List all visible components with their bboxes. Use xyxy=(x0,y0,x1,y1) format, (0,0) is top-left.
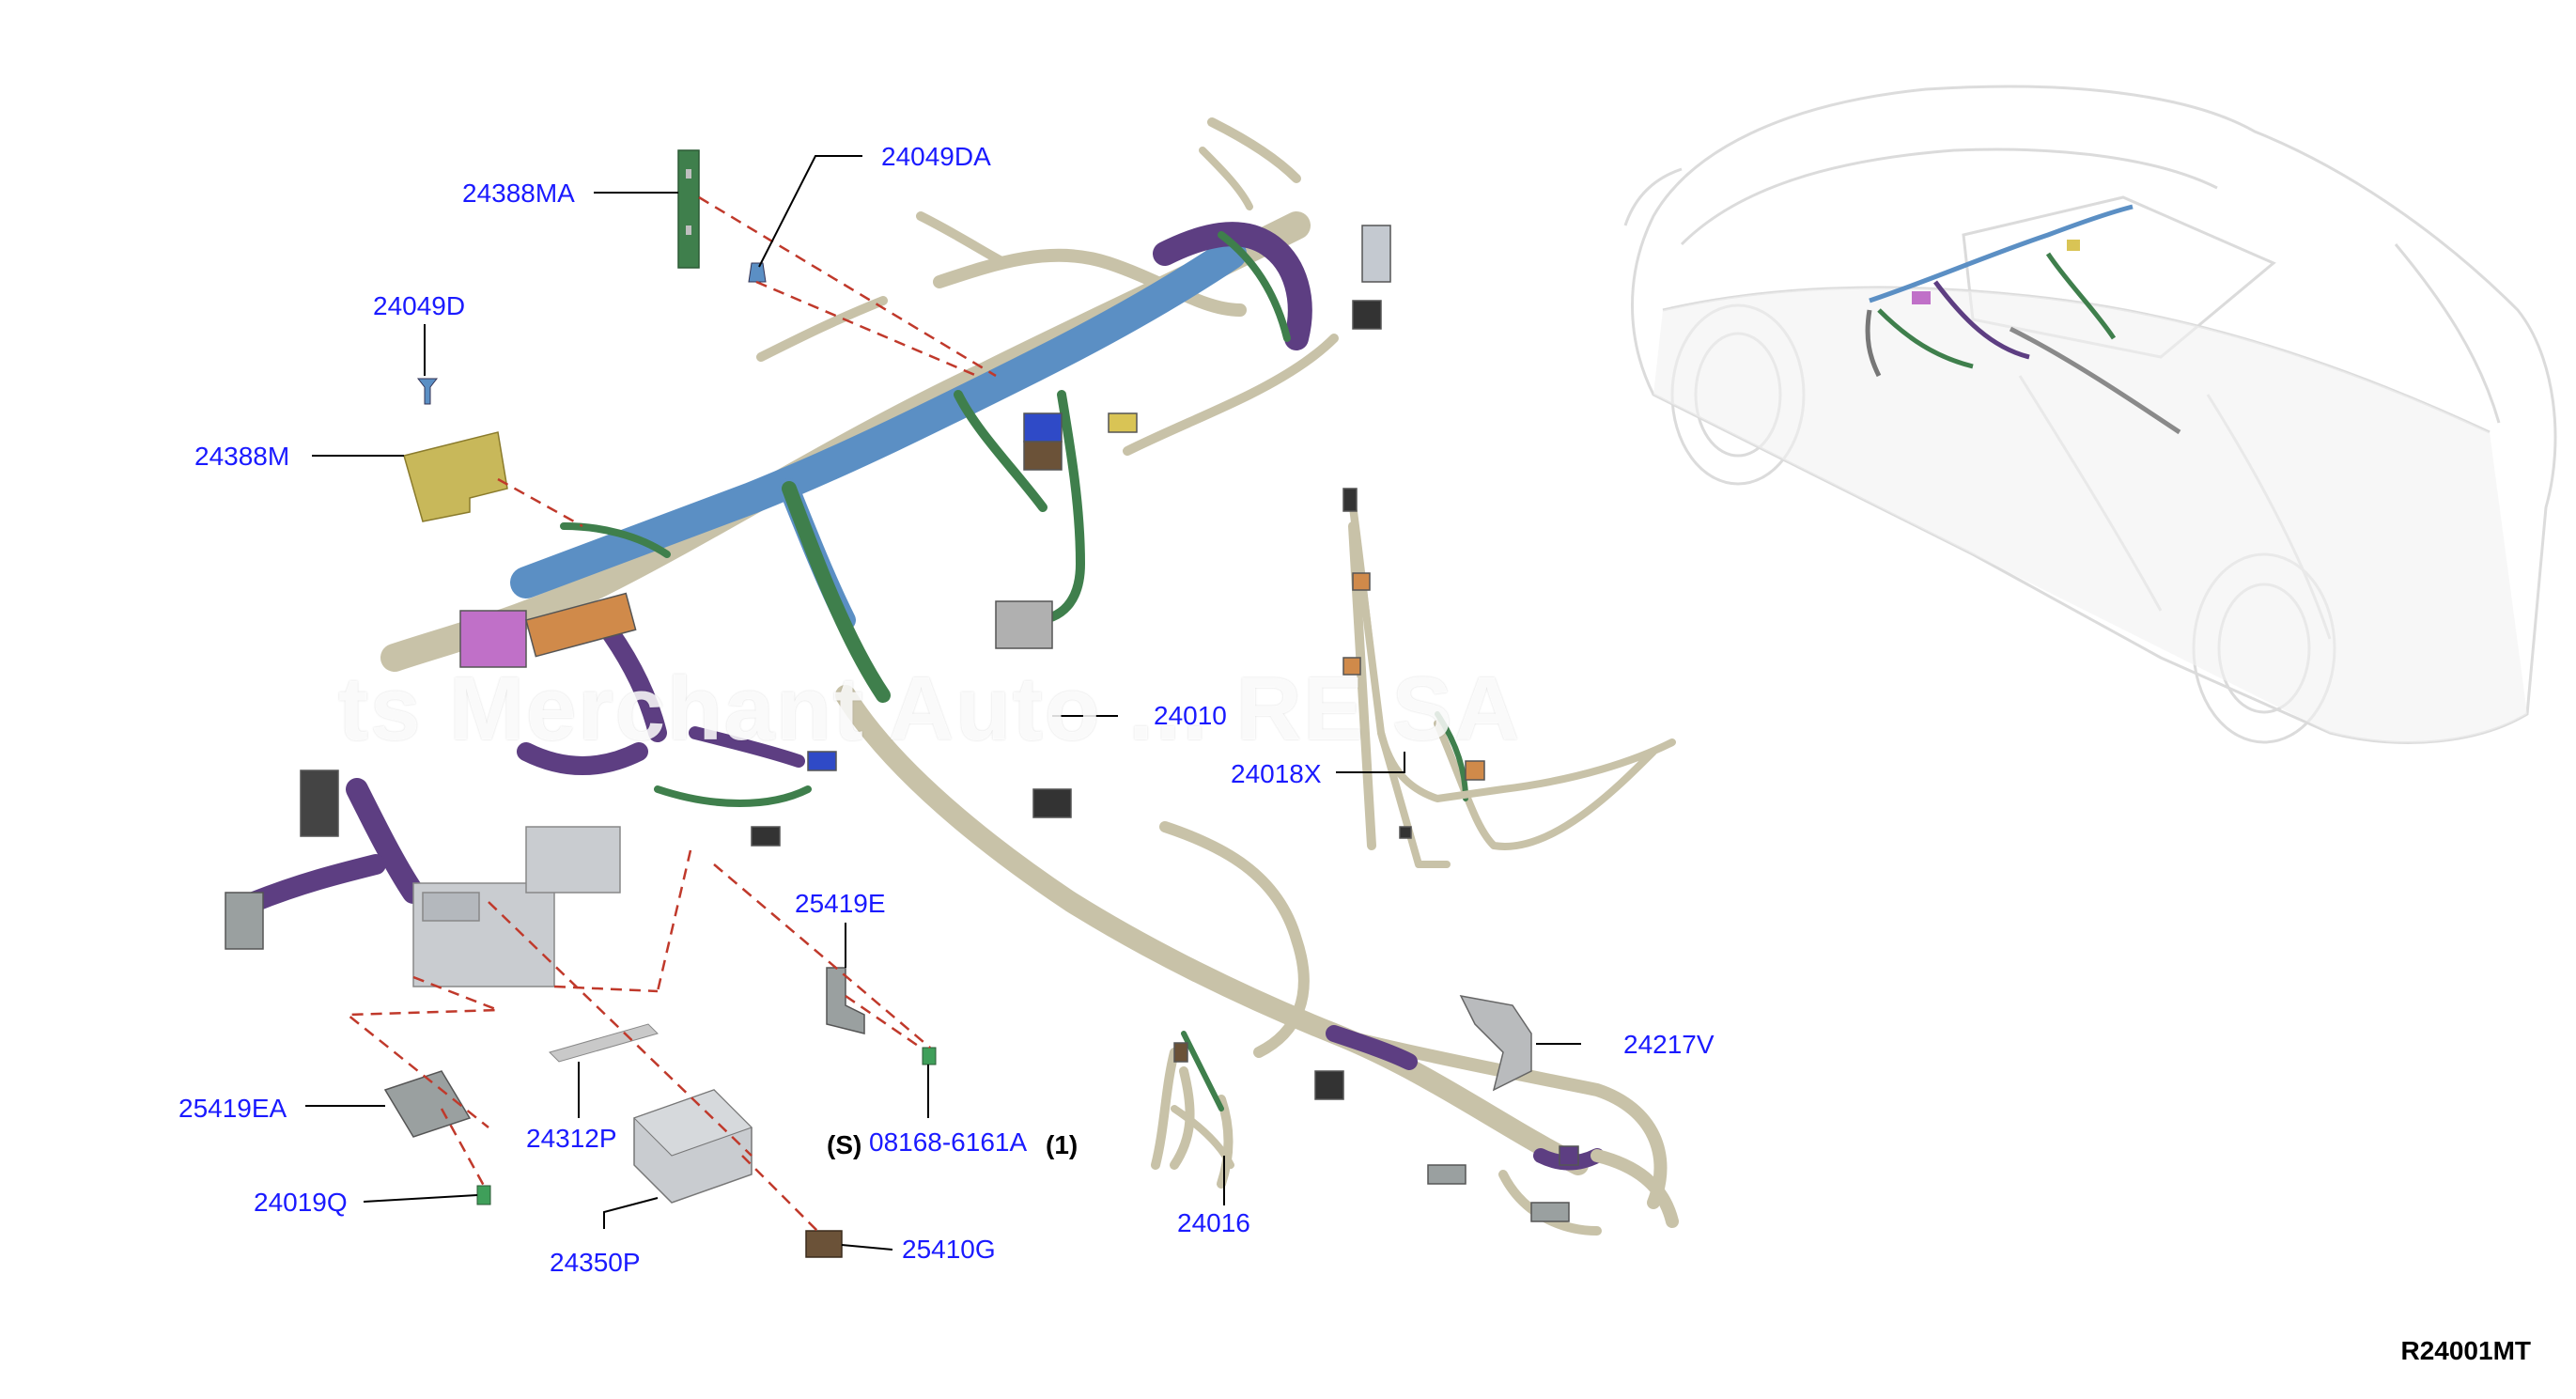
part-25419E-shape xyxy=(826,967,865,1034)
harness-connectors xyxy=(225,225,1579,1222)
part-label-24010[interactable]: 24010 xyxy=(1154,701,1227,730)
dashed-leaders xyxy=(344,195,997,1232)
part-label-24049DA[interactable]: 24049DA xyxy=(881,142,991,171)
vehicle-fill xyxy=(1653,288,2527,743)
part-24388MA-shape xyxy=(677,149,700,269)
part-08168-shape xyxy=(922,1047,937,1065)
part-label-25419E[interactable]: 25419E xyxy=(795,889,886,918)
part-label-24388MA[interactable]: 24388MA xyxy=(462,179,575,208)
main-harness xyxy=(243,117,1679,1236)
part-24312P-shape xyxy=(549,1023,659,1063)
part-24049DA-shape xyxy=(748,262,767,283)
illustration-code: R24001MT xyxy=(2400,1336,2531,1365)
part-label-25410G[interactable]: 25410G xyxy=(902,1235,996,1264)
part-label-24049D[interactable]: 24049D xyxy=(373,291,466,320)
part-label-24217V[interactable]: 24217V xyxy=(1623,1030,1715,1059)
part-label-24016[interactable]: 24016 xyxy=(1177,1208,1250,1237)
junction-block xyxy=(412,826,621,987)
screw-prefix-label: (S) xyxy=(827,1130,862,1159)
part-label-24018X[interactable]: 24018X xyxy=(1231,759,1322,788)
part-24049D-shape xyxy=(416,378,439,405)
part-label-25419EA[interactable]: 25419EA xyxy=(178,1094,287,1123)
leader-lines xyxy=(305,155,1581,1251)
part-label-24350P[interactable]: 24350P xyxy=(550,1248,641,1277)
part-24019Q-shape xyxy=(476,1185,491,1205)
vehicle-harness-inset xyxy=(1865,204,2181,435)
part-label-24312P[interactable]: 24312P xyxy=(526,1124,617,1153)
part-25419EA-shape xyxy=(383,1070,472,1138)
screw-qty-label: (1) xyxy=(1046,1130,1079,1159)
part-24217V-shape xyxy=(1459,994,1532,1092)
part-25410G-shape xyxy=(805,1230,843,1258)
part-24388M-shape xyxy=(403,431,508,522)
part-label-08168-6161A[interactable]: 08168-6161A xyxy=(869,1127,1028,1157)
part-label-24388M[interactable]: 24388M xyxy=(194,442,290,471)
part-24350P-shape xyxy=(633,1089,753,1204)
part-label-24019Q[interactable]: 24019Q xyxy=(254,1188,348,1217)
